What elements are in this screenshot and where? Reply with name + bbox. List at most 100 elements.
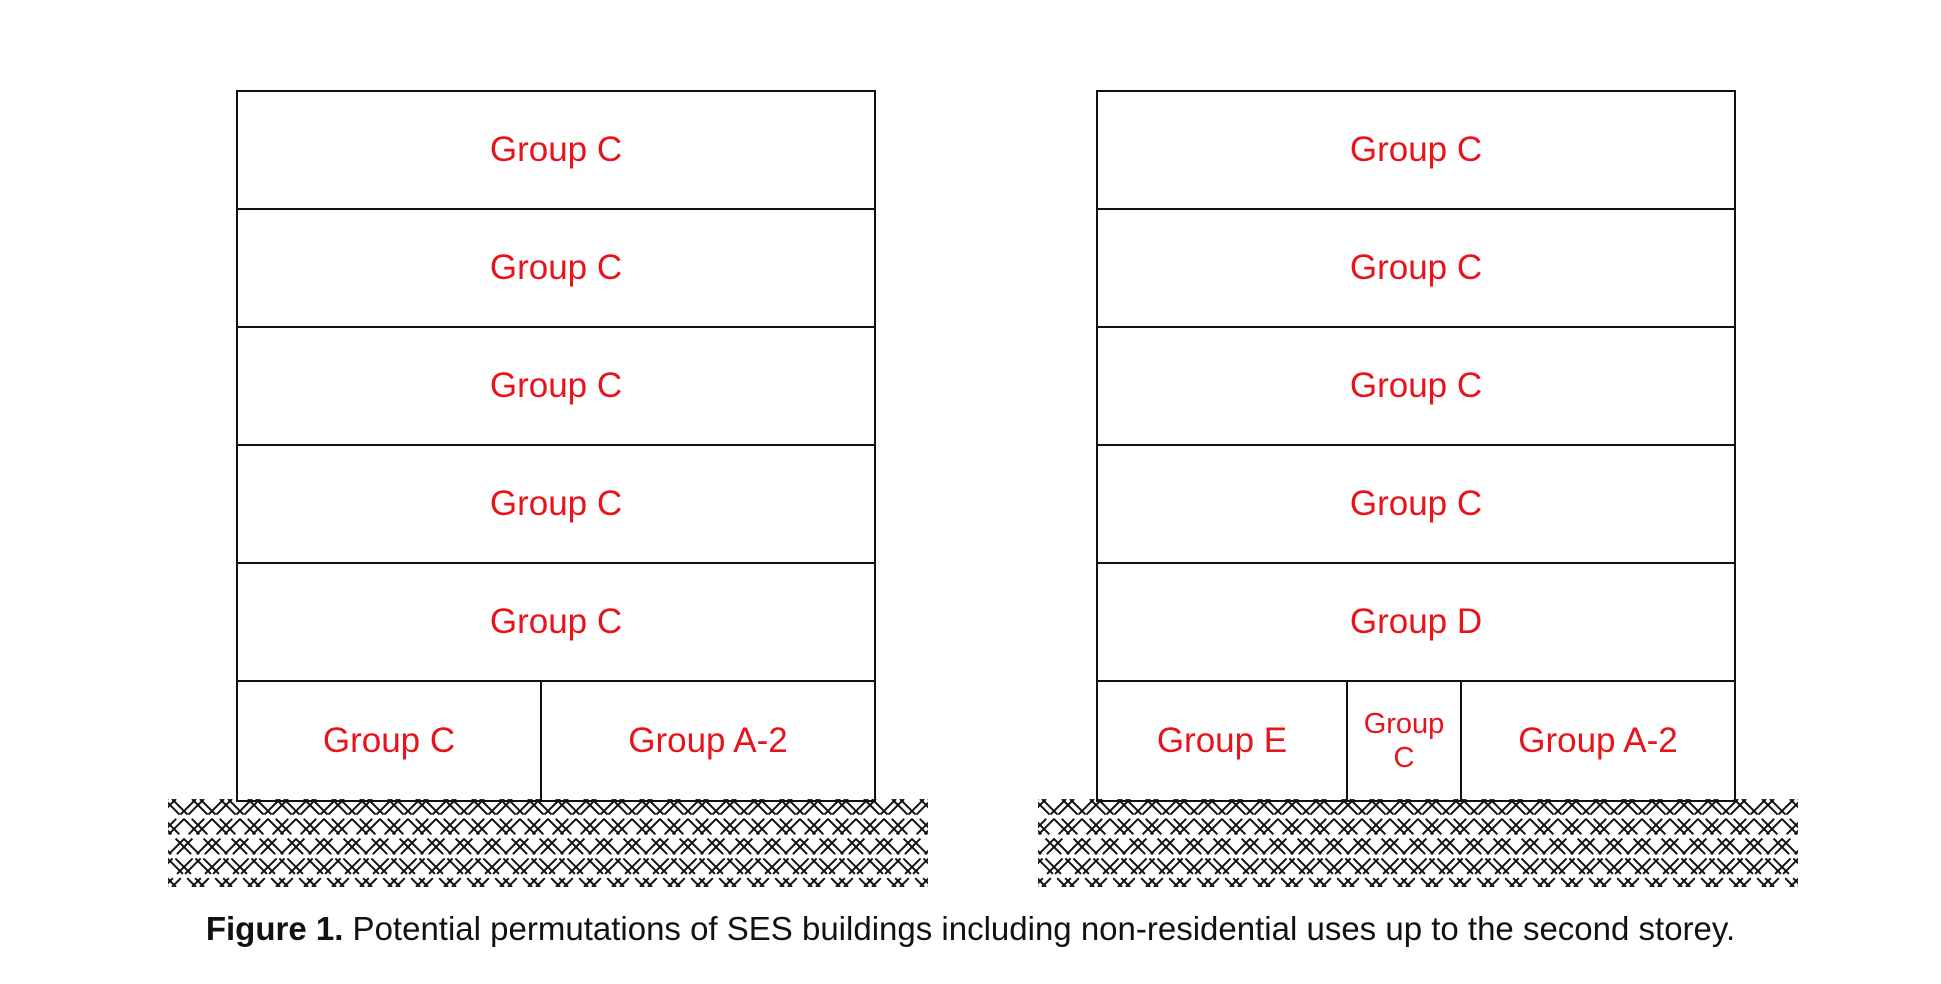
unit-label: Group C xyxy=(322,721,456,760)
hatch-line xyxy=(1481,799,1571,887)
hatch-line xyxy=(247,799,337,887)
storey-3: Group C xyxy=(1098,446,1734,564)
unit-label: Group A-2 xyxy=(1460,682,1734,800)
hatch-line xyxy=(619,799,709,887)
hatch-line xyxy=(1201,799,1291,887)
building-right: Group C Group C Group C Group C Group D … xyxy=(1096,90,1736,802)
hatch-line xyxy=(451,799,541,887)
hatch-line xyxy=(1761,849,1798,887)
hatch-line xyxy=(168,857,197,887)
hatch-line xyxy=(199,799,289,887)
storey-5: Group C xyxy=(238,210,874,328)
hatch-line xyxy=(1229,799,1319,887)
hatch-line xyxy=(168,877,177,887)
hatch-line xyxy=(1741,829,1798,887)
hatch-line xyxy=(919,799,928,809)
hatch-line xyxy=(919,877,928,887)
unit-label: Group C xyxy=(489,484,623,523)
storey-4: Group C xyxy=(238,328,874,446)
hatch-line xyxy=(1089,799,1179,887)
hatch-line xyxy=(1061,799,1151,887)
hatch-line xyxy=(395,799,485,887)
hatch-line xyxy=(1537,799,1627,887)
figure-caption-text: Potential permutations of SES buildings … xyxy=(343,910,1736,947)
hatch-line xyxy=(443,799,533,887)
hatch-line xyxy=(1038,799,1095,857)
storey-5: Group C xyxy=(1098,210,1734,328)
hatch-line xyxy=(1041,799,1131,887)
hatch-line xyxy=(1545,799,1635,887)
hatch-line xyxy=(675,799,765,887)
hatch-line xyxy=(1377,799,1467,887)
hatch-line xyxy=(1341,799,1431,887)
unit-label: Group C xyxy=(489,248,623,287)
hatch-line xyxy=(1097,799,1187,887)
hatch-line xyxy=(168,799,197,829)
hatch-line xyxy=(168,849,205,887)
hatch-line xyxy=(168,799,233,865)
hatch-line xyxy=(367,799,457,887)
hatch-line xyxy=(331,799,421,887)
hatch-line xyxy=(1125,799,1215,887)
hatch-line xyxy=(1038,799,1067,829)
hatch-line xyxy=(171,799,261,887)
hatch-line xyxy=(1565,799,1655,887)
unit-label: Group C xyxy=(489,602,623,641)
storey-6: Group C xyxy=(1098,92,1734,210)
hatch-line xyxy=(1425,799,1515,887)
hatch-line xyxy=(219,799,309,887)
unit-label: Group C xyxy=(1346,682,1460,800)
unit-label: Group C xyxy=(1349,130,1483,169)
unit-label: Group C xyxy=(1349,366,1483,405)
hatch-line xyxy=(1601,799,1691,887)
hatch-line xyxy=(1237,799,1327,887)
hatch-line xyxy=(1145,799,1235,887)
hatch-line xyxy=(1405,799,1495,887)
hatch-line xyxy=(871,829,928,887)
hatch-line xyxy=(1705,799,1795,887)
storey-ground: Group C Group A-2 xyxy=(238,682,874,800)
hatch-line xyxy=(1321,799,1411,887)
storey-2: Group D xyxy=(1098,564,1734,682)
ground-hatch-left xyxy=(168,799,928,887)
hatch-line xyxy=(591,799,681,887)
hatch-line xyxy=(611,799,701,887)
hatch-line xyxy=(255,799,345,887)
hatch-line xyxy=(1038,799,1103,865)
hatch-line xyxy=(751,799,841,887)
unit-label: Group D xyxy=(1349,602,1483,641)
hatch-line xyxy=(168,799,177,809)
hatch-line xyxy=(1038,799,1075,837)
storey-ground: Group E Group C Group A-2 xyxy=(1098,682,1734,800)
hatch-line xyxy=(891,849,928,887)
building-left: Group C Group C Group C Group C Group C … xyxy=(236,90,876,802)
hatch-line xyxy=(1733,821,1798,887)
hatch-line xyxy=(471,799,561,887)
hatch-line xyxy=(1038,799,1047,809)
storey-6: Group C xyxy=(238,92,874,210)
unit-label: Group C xyxy=(1349,248,1483,287)
hatch-line xyxy=(359,799,449,887)
hatch-line xyxy=(303,799,393,887)
hatch-line xyxy=(535,799,625,887)
unit-label: Group C xyxy=(489,130,623,169)
hatch-line xyxy=(479,799,569,887)
hatch-line xyxy=(1761,799,1798,837)
figure-caption: Figure 1. Potential permutations of SES … xyxy=(0,910,1941,948)
hatch-line xyxy=(1433,799,1523,887)
hatch-line xyxy=(311,799,401,887)
hatch-line xyxy=(527,799,617,887)
hatch-line xyxy=(695,799,785,887)
hatch-line xyxy=(1153,799,1243,887)
hatch-line xyxy=(1685,799,1775,887)
hatch-line xyxy=(1397,799,1487,887)
hatch-line xyxy=(563,799,653,887)
hatch-line xyxy=(283,799,373,887)
storey-3: Group C xyxy=(238,446,874,564)
hatch-line xyxy=(583,799,673,887)
hatch-line xyxy=(387,799,477,887)
storey-4: Group C xyxy=(1098,328,1734,446)
hatch-line xyxy=(787,799,877,887)
hatch-line xyxy=(779,799,869,887)
hatch-line xyxy=(423,799,513,887)
